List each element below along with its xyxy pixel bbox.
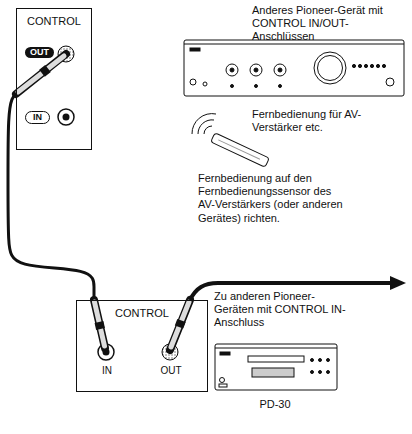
- cd-player-illustration-part: [219, 384, 227, 387]
- jack-label: OUT: [151, 365, 191, 377]
- mini-plug-part: [95, 302, 105, 346]
- infrared-waves: [192, 114, 216, 134]
- mini-plug-part: [170, 300, 190, 350]
- amplifier-illustration-part: [231, 85, 234, 88]
- mini-plug-part: [179, 321, 182, 328]
- cd-player-illustration-part: [220, 378, 225, 383]
- amplifier-illustration-part: [279, 85, 282, 88]
- cd-player-illustration-part: [215, 344, 337, 390]
- amplifier-illustration-part: [203, 82, 207, 86]
- top-jacks-part: [58, 109, 74, 125]
- cd-player-illustration-part: [319, 371, 322, 374]
- cd-player-illustration-part: [252, 368, 294, 377]
- amplifier-illustration-part: [190, 48, 200, 51]
- infrared-waves-part: [204, 126, 212, 134]
- amplifier-illustration-part: [352, 64, 355, 67]
- control-jack-panel: CONTROL OUT IN: [16, 8, 92, 150]
- amplifier-illustration-part: [250, 64, 262, 76]
- infrared-waves-part: [192, 114, 216, 134]
- model-name: PD-30: [251, 398, 299, 411]
- control-cable: [8, 94, 94, 300]
- cd-player-illustration-part: [220, 352, 230, 355]
- cd-player-illustration-part: [319, 359, 322, 362]
- amplifier-illustration-part: [318, 56, 343, 81]
- amplifier-illustration-part: [226, 64, 238, 76]
- amplifier-illustration-part: [230, 68, 234, 72]
- amplifier-illustration-part: [358, 64, 361, 67]
- top-jacks-part: [63, 114, 70, 121]
- jack-label: IN: [87, 365, 127, 377]
- mini-plug: [16, 54, 66, 94]
- amplifier-illustration-part: [364, 64, 367, 67]
- amplifier-illustration-part: [314, 52, 346, 84]
- cd-player-illustration-part: [311, 359, 314, 362]
- amplifier-illustration: [184, 40, 404, 96]
- caption-note: Anderes Pioneer-Gerät mit CONTROL IN/OUT…: [252, 4, 408, 44]
- mini-plug-part: [18, 56, 64, 92]
- cd-player-illustration-part: [327, 371, 330, 374]
- cd-player-illustration-part: [327, 359, 330, 362]
- panel-heading: CONTROL: [17, 15, 91, 28]
- mini-plug-part: [42, 68, 48, 73]
- cd-player-illustration-part: [215, 348, 337, 349]
- amplifier-illustration-part: [382, 64, 385, 67]
- amplifier-illustration-part: [254, 68, 258, 72]
- amplifier-illustration-part: [376, 64, 379, 67]
- cd-player-illustration-part: [311, 371, 314, 374]
- amplifier-illustration-part: [278, 68, 282, 72]
- cd-player-illustration: [215, 344, 337, 390]
- caption-note: Zu anderen Pioneer-Geräten mit CONTROL I…: [214, 290, 349, 330]
- remote-control-part: [211, 133, 270, 167]
- amplifier-illustration-part: [184, 40, 404, 96]
- infrared-waves-part: [198, 120, 214, 134]
- amplifier-illustration-part: [255, 85, 258, 88]
- amplifier-illustration-part: [190, 79, 196, 85]
- amplifier-illustration-part: [184, 44, 404, 45]
- jack-label: IN: [25, 111, 50, 124]
- caption-note: Fernbedienung auf den Fernbedienungssens…: [198, 172, 350, 225]
- remote-control: [211, 133, 270, 167]
- amplifier-illustration-part: [386, 78, 394, 86]
- signal-arrow-part: [390, 276, 406, 290]
- mini-plug: [94, 300, 105, 348]
- panel-heading: CONTROL: [77, 307, 207, 320]
- mini-plug-part: [171, 302, 189, 347]
- caption-note: Fernbedienung für AV-Verstärker etc.: [252, 108, 367, 134]
- amplifier-illustration-part: [274, 64, 286, 76]
- mini-plug: [170, 300, 190, 350]
- remote-control-part: [218, 140, 260, 159]
- mini-plug-part: [16, 54, 66, 94]
- jack-label: OUT: [25, 47, 54, 58]
- mini-plug-part: [94, 300, 105, 348]
- amplifier-illustration-part: [370, 64, 373, 67]
- control-jack-panel: CONTROL IN OUT: [76, 300, 208, 392]
- cd-player-illustration-part: [248, 356, 304, 362]
- mini-plug-part: [99, 322, 101, 329]
- bottom-jacks: [98, 344, 178, 360]
